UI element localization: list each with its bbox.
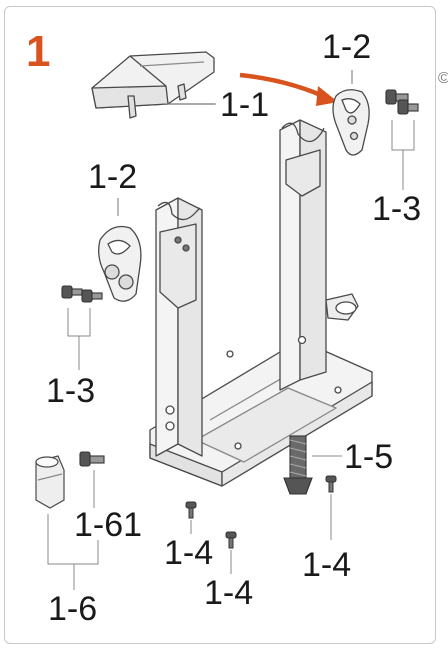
label-part-1-4-a: 1-4 [164, 534, 214, 572]
screw-icon [79, 451, 105, 467]
tray-icon [91, 51, 215, 119]
label-part-1-6: 1-6 [48, 590, 98, 628]
label-part-1-61: 1-61 [74, 506, 143, 544]
figure-number: 1 [26, 27, 51, 76]
label-part-1-2-top: 1-2 [322, 28, 372, 66]
label-part-1-4-b: 1-4 [302, 546, 352, 584]
screw-icon [185, 475, 337, 549]
label-part-1-1: 1-1 [220, 86, 270, 124]
red-arrow-icon [239, 72, 338, 106]
label-part-1-4-c: 1-4 [204, 574, 254, 612]
label-part-1-2-left: 1-2 [88, 158, 138, 196]
screw-icon [61, 285, 103, 303]
label-part-1-3-left: 1-3 [46, 372, 96, 410]
knob-icon [35, 455, 65, 509]
screw-icon [385, 89, 419, 115]
label-part-1-5: 1-5 [344, 438, 394, 476]
stand-frame-icon [149, 119, 373, 487]
clamp-jaw-icon [332, 89, 370, 156]
bolt-icon [283, 435, 313, 495]
edge-mark: © [438, 70, 448, 87]
clamp-jaw-icon [98, 225, 142, 302]
label-part-1-3-right: 1-3 [372, 190, 422, 228]
